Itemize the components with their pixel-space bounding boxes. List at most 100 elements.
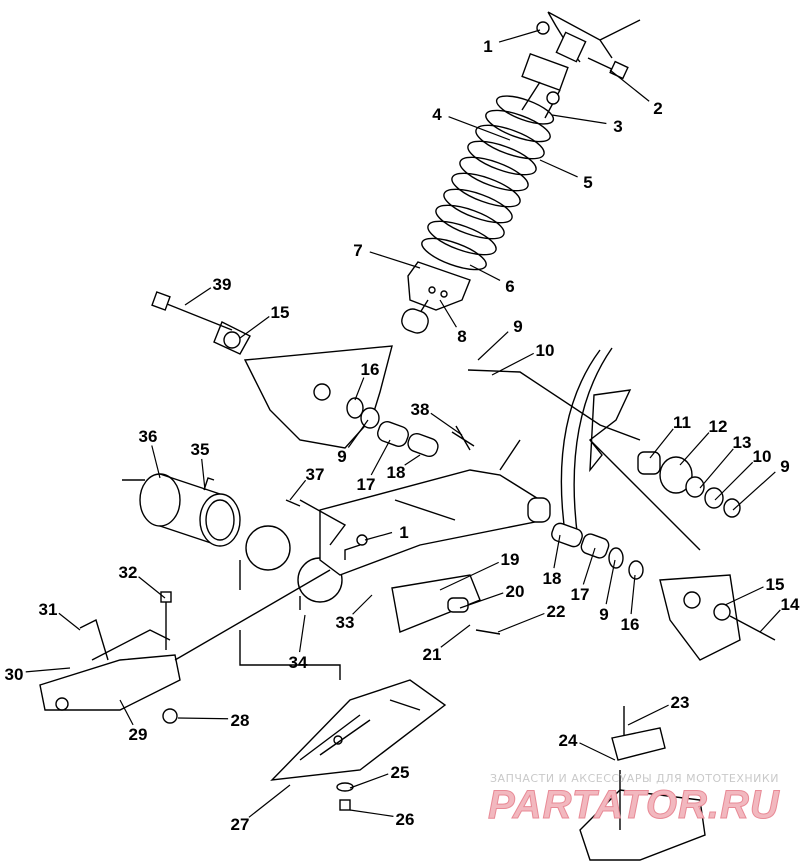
callout-label-c20: 20 (506, 582, 525, 601)
leader-line-c15b (724, 586, 764, 606)
spring-coils (421, 95, 555, 271)
leader-line-c17b (582, 547, 596, 585)
leader-line-c4 (448, 116, 511, 141)
leader-line-c9d (605, 559, 616, 605)
callout-label-c11: 11 (673, 413, 691, 432)
leader-line-c36 (151, 445, 161, 479)
callout-label-c15b: 15 (766, 575, 785, 594)
leader-line-c9a (477, 331, 509, 361)
callout-label-c10a: 10 (536, 341, 555, 360)
leader-line-c17a (370, 439, 391, 476)
leader-line-c10b (714, 461, 754, 501)
callout-label-c8: 8 (457, 327, 466, 346)
leader-line-c9b (732, 471, 776, 511)
callout-label-c34: 34 (289, 653, 308, 672)
leader-line-c27 (248, 784, 291, 818)
leader-line-c2 (609, 69, 650, 102)
callout-label-c15a: 15 (271, 303, 290, 322)
leader-line-c22 (497, 612, 545, 633)
watermark-caption: ЗАПЧАСТИ И АКСЕССУАРЫ ДЛЯ МОТОТЕХНИКИ (490, 772, 779, 785)
callout-label-c28: 28 (231, 711, 250, 730)
leader-line-c10a (491, 352, 534, 376)
callout-label-c9a: 9 (513, 317, 522, 336)
leader-line-c19 (439, 561, 499, 591)
callout-label-c13: 13 (733, 433, 752, 452)
leader-line-c3 (551, 114, 607, 125)
leader-line-c18a (404, 454, 421, 466)
main-a-arm (285, 469, 551, 576)
leader-line-c13 (699, 448, 734, 489)
leader-line-c35 (201, 458, 206, 491)
leader-line-c11 (649, 428, 674, 459)
callout-label-c2: 2 (653, 99, 662, 118)
leader-line-c5 (539, 159, 578, 178)
leader-line-c37 (289, 479, 307, 501)
callout-label-c38: 38 (411, 400, 430, 419)
callout-label-c26: 26 (396, 810, 415, 829)
callout-label-c17b: 17 (571, 585, 590, 604)
callout-label-c16b: 16 (621, 615, 640, 634)
leader-line-c28 (177, 717, 229, 720)
leader-line-c8 (439, 299, 457, 328)
leader-line-c1b (364, 531, 393, 541)
callout-label-c16a: 16 (361, 360, 380, 379)
leader-line-c25 (349, 773, 389, 789)
leader-line-c24 (579, 742, 616, 761)
leader-line-c16a (354, 377, 365, 401)
callout-label-c14: 14 (781, 595, 800, 614)
callout-label-c4: 4 (432, 105, 442, 124)
callout-label-c25: 25 (391, 763, 410, 782)
callout-label-c22: 22 (547, 602, 566, 621)
callout-label-c12: 12 (709, 417, 728, 436)
idler-wheel-assembly (467, 347, 741, 551)
callout-label-c18a: 18 (387, 463, 406, 482)
shock-absorber (401, 52, 569, 334)
leader-line-c7 (369, 251, 421, 269)
callout-label-c9b: 9 (780, 457, 789, 476)
leader-line-c30 (25, 667, 71, 673)
callout-label-c18b: 18 (543, 569, 562, 588)
leader-line-c32 (138, 576, 166, 599)
callout-label-c37: 37 (306, 465, 325, 484)
leader-line-c20 (459, 592, 504, 609)
leader-line-c15a (239, 315, 270, 339)
right-bushings (551, 522, 776, 661)
parts-drawing (39, 11, 776, 861)
leader-line-c33 (352, 594, 373, 615)
leader-line-c18b (553, 534, 561, 569)
lower-bracket (391, 574, 501, 635)
leader-line-c16b (630, 574, 636, 615)
callout-label-c36: 36 (139, 427, 158, 446)
leader-line-c12 (679, 432, 710, 466)
rear-axle-housing (122, 473, 343, 610)
leader-line-c14 (759, 609, 781, 633)
callout-label-c21: 21 (423, 645, 442, 664)
leader-line-c23 (627, 704, 669, 726)
callout-label-c10b: 10 (753, 447, 772, 466)
left-bushings (377, 421, 475, 458)
callout-label-c39: 39 (213, 275, 232, 294)
lower-right-slide (579, 706, 706, 861)
callout-label-c7: 7 (353, 241, 362, 260)
callout-label-c19: 19 (501, 550, 520, 569)
leader-line-c34 (298, 614, 306, 653)
callout-label-c17a: 17 (357, 475, 376, 494)
leader-line-c26 (349, 809, 394, 817)
callout-label-c31: 31 (39, 600, 58, 619)
callout-label-c27: 27 (231, 815, 250, 834)
left-foot-bracket (39, 569, 331, 724)
leader-line-c38 (430, 412, 463, 436)
callout-label-c24: 24 (559, 731, 578, 750)
callout-label-c1b: 1 (399, 523, 408, 542)
leader-line-c1a (498, 29, 541, 43)
leader-line-c39 (184, 287, 212, 306)
callout-label-c9d: 9 (599, 605, 608, 624)
watermark: ЗАПЧАСТИ И АКСЕССУАРЫ ДЛЯ МОТОТЕХНИКИ PA… (488, 772, 780, 828)
leader-line-c6 (469, 264, 501, 281)
callout-label-c23: 23 (671, 693, 690, 712)
callout-label-c33: 33 (336, 613, 355, 632)
callout-label-c3: 3 (613, 117, 622, 136)
callout-label-c29: 29 (129, 725, 148, 744)
